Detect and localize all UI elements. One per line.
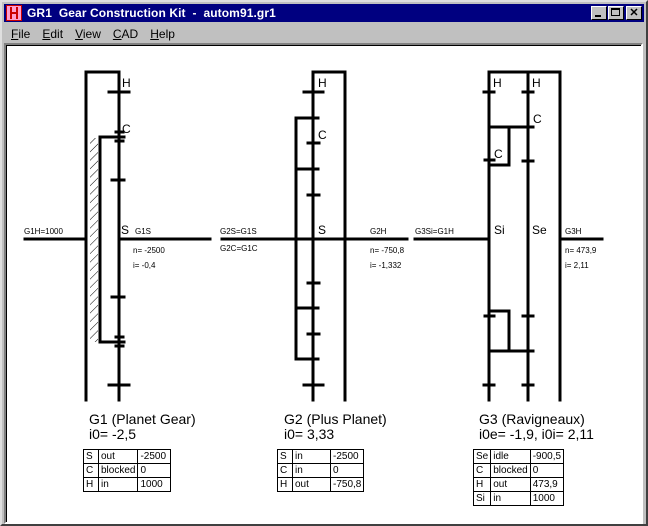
app-icon[interactable] bbox=[6, 5, 22, 21]
gear-g2-schematic[interactable] bbox=[220, 70, 409, 402]
g1-label-s: S bbox=[121, 223, 129, 237]
g1-ratio: i= -0,4 bbox=[133, 261, 156, 270]
g3-label-c-outer: C bbox=[533, 112, 542, 126]
gear-diagram: H C S G1H=1000 G1S n= -2500 i= -0,4 H C … bbox=[23, 70, 604, 402]
g1-output-label: G1S bbox=[135, 227, 151, 236]
g3-housing bbox=[487, 70, 562, 402]
g3-speed: n= 473,9 bbox=[565, 246, 597, 255]
g2-ratio: i= -1,332 bbox=[370, 261, 402, 270]
minimize-button[interactable] bbox=[591, 6, 607, 20]
g3-title: G3 (Ravigneaux) bbox=[479, 411, 585, 427]
g3-base-ratio: i0e= -1,9, i0i= 2,11 bbox=[479, 426, 594, 442]
g1-caption: G1 (Planet Gear) i0= -2,5 bbox=[89, 412, 196, 442]
g2-label-s: S bbox=[318, 223, 326, 237]
g1-input-label: G1H=1000 bbox=[24, 227, 63, 236]
close-button[interactable]: ✕ bbox=[626, 6, 642, 20]
g2-housing bbox=[311, 70, 347, 402]
menu-bar: File Edit View CAD Help bbox=[4, 24, 644, 43]
diagram-canvas[interactable]: H C S G1H=1000 G1S n= -2500 i= -0,4 H C … bbox=[4, 43, 643, 524]
gear-g1-schematic[interactable] bbox=[23, 70, 212, 402]
menu-file[interactable]: File bbox=[11, 26, 31, 41]
menu-file-rest: ile bbox=[18, 26, 31, 41]
g3-caption: G3 (Ravigneaux) i0e= -1,9, i0i= 2,11 bbox=[479, 412, 594, 442]
g1-housing bbox=[84, 70, 121, 402]
g3-inner-carrier-bottom bbox=[487, 309, 511, 352]
g1-speed: n= -2500 bbox=[133, 246, 165, 255]
g2-base-ratio: i0= 3,33 bbox=[284, 426, 335, 442]
minimize-icon bbox=[595, 15, 601, 17]
maximize-icon bbox=[611, 8, 620, 16]
g2-title: G2 (Plus Planet) bbox=[284, 411, 387, 427]
menu-cad[interactable]: CAD bbox=[112, 26, 139, 41]
g1-carrier bbox=[98, 135, 126, 344]
g2-input-label-top: G2S=G1S bbox=[220, 227, 257, 236]
g1-label-c: C bbox=[122, 122, 131, 136]
g2-input-label-bottom: G2C=G1C bbox=[220, 244, 258, 253]
g1-label-h: H bbox=[122, 76, 131, 90]
g2-speed: n= -750,8 bbox=[370, 246, 405, 255]
g2-label-c: C bbox=[318, 128, 327, 142]
g3-output-label: G3H bbox=[565, 227, 582, 236]
menu-help[interactable]: Help bbox=[150, 26, 175, 41]
title-bar[interactable]: GR1 Gear Construction Kit - autom91.gr1 … bbox=[4, 4, 644, 22]
g3-label-h1: H bbox=[493, 76, 502, 90]
g3-label-si: Si bbox=[494, 223, 505, 237]
g3-label-h2: H bbox=[532, 76, 541, 90]
g3-input-label: G3Si=G1H bbox=[415, 227, 454, 236]
g3-ratio: i= 2,11 bbox=[565, 261, 589, 270]
window-title: GR1 Gear Construction Kit - autom91.gr1 bbox=[27, 6, 276, 20]
g1-title: G1 (Planet Gear) bbox=[89, 411, 196, 427]
g3-inner-carrier-top bbox=[487, 126, 511, 167]
g2-label-h: H bbox=[318, 76, 327, 90]
g2-caption: G2 (Plus Planet) i0= 3,33 bbox=[284, 412, 387, 442]
g2-output-label: G2H bbox=[370, 227, 387, 236]
g1-base-ratio: i0= -2,5 bbox=[89, 426, 137, 442]
maximize-button[interactable] bbox=[608, 6, 624, 20]
menu-edit[interactable]: Edit bbox=[42, 26, 64, 41]
close-icon: ✕ bbox=[629, 7, 639, 19]
gear-g3-schematic[interactable] bbox=[413, 70, 604, 402]
menu-view[interactable]: View bbox=[75, 26, 101, 41]
g3-label-se: Se bbox=[532, 223, 547, 237]
g3-label-c-inner: C bbox=[494, 147, 503, 161]
g1-ground-hatch bbox=[90, 138, 98, 342]
